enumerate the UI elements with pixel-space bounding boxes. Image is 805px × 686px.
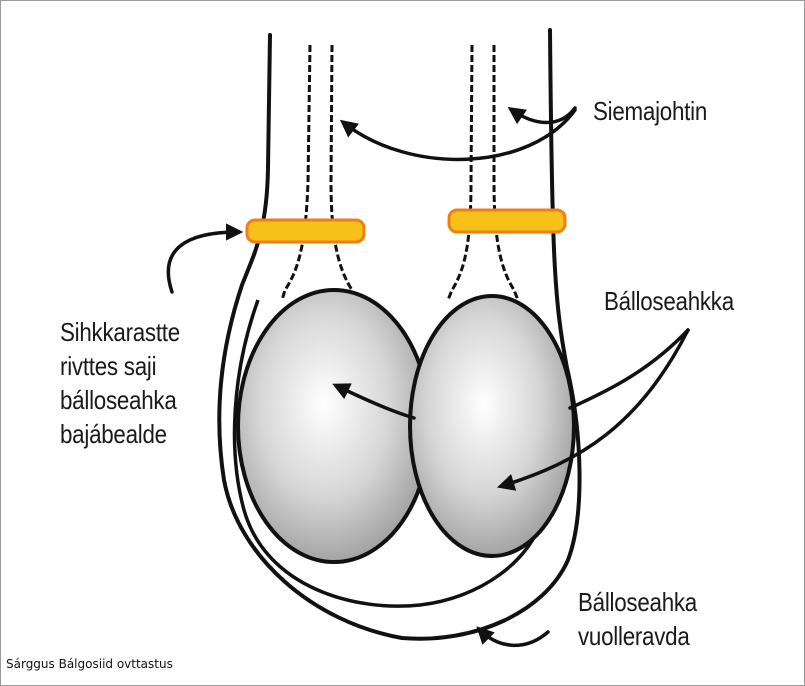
label-balloseahkka: Bálloseahkka <box>604 285 734 317</box>
label-vuolleravda-line: vuolleravda <box>578 620 690 652</box>
label-siemajohtin: Siemajohtin <box>593 95 707 127</box>
label-sihkkarastte-line: Sihkkarastte <box>60 316 180 348</box>
arrow-testis-upper <box>570 330 688 408</box>
arrow-bottom-edge <box>480 630 548 645</box>
image-caption: Sárggus Bálgosiid ovttastus <box>6 657 173 671</box>
left-testis <box>238 290 430 562</box>
label-sihkkarastte-line: bajábealde <box>60 418 167 450</box>
right-ring <box>449 210 565 232</box>
right-testis <box>410 296 574 556</box>
arrow-siemajohtin-left <box>344 110 575 159</box>
left-ring <box>247 220 364 242</box>
label-sihkkarastte-line: rivttes saji <box>60 350 156 382</box>
arrow-ring <box>168 232 238 292</box>
right-spermatic-duct <box>448 45 518 300</box>
left-spermatic-duct <box>282 45 356 300</box>
label-sihkkarastte-line: bálloseahka <box>60 384 177 416</box>
label-vuolleravda-line: Bálloseahka <box>578 586 697 618</box>
